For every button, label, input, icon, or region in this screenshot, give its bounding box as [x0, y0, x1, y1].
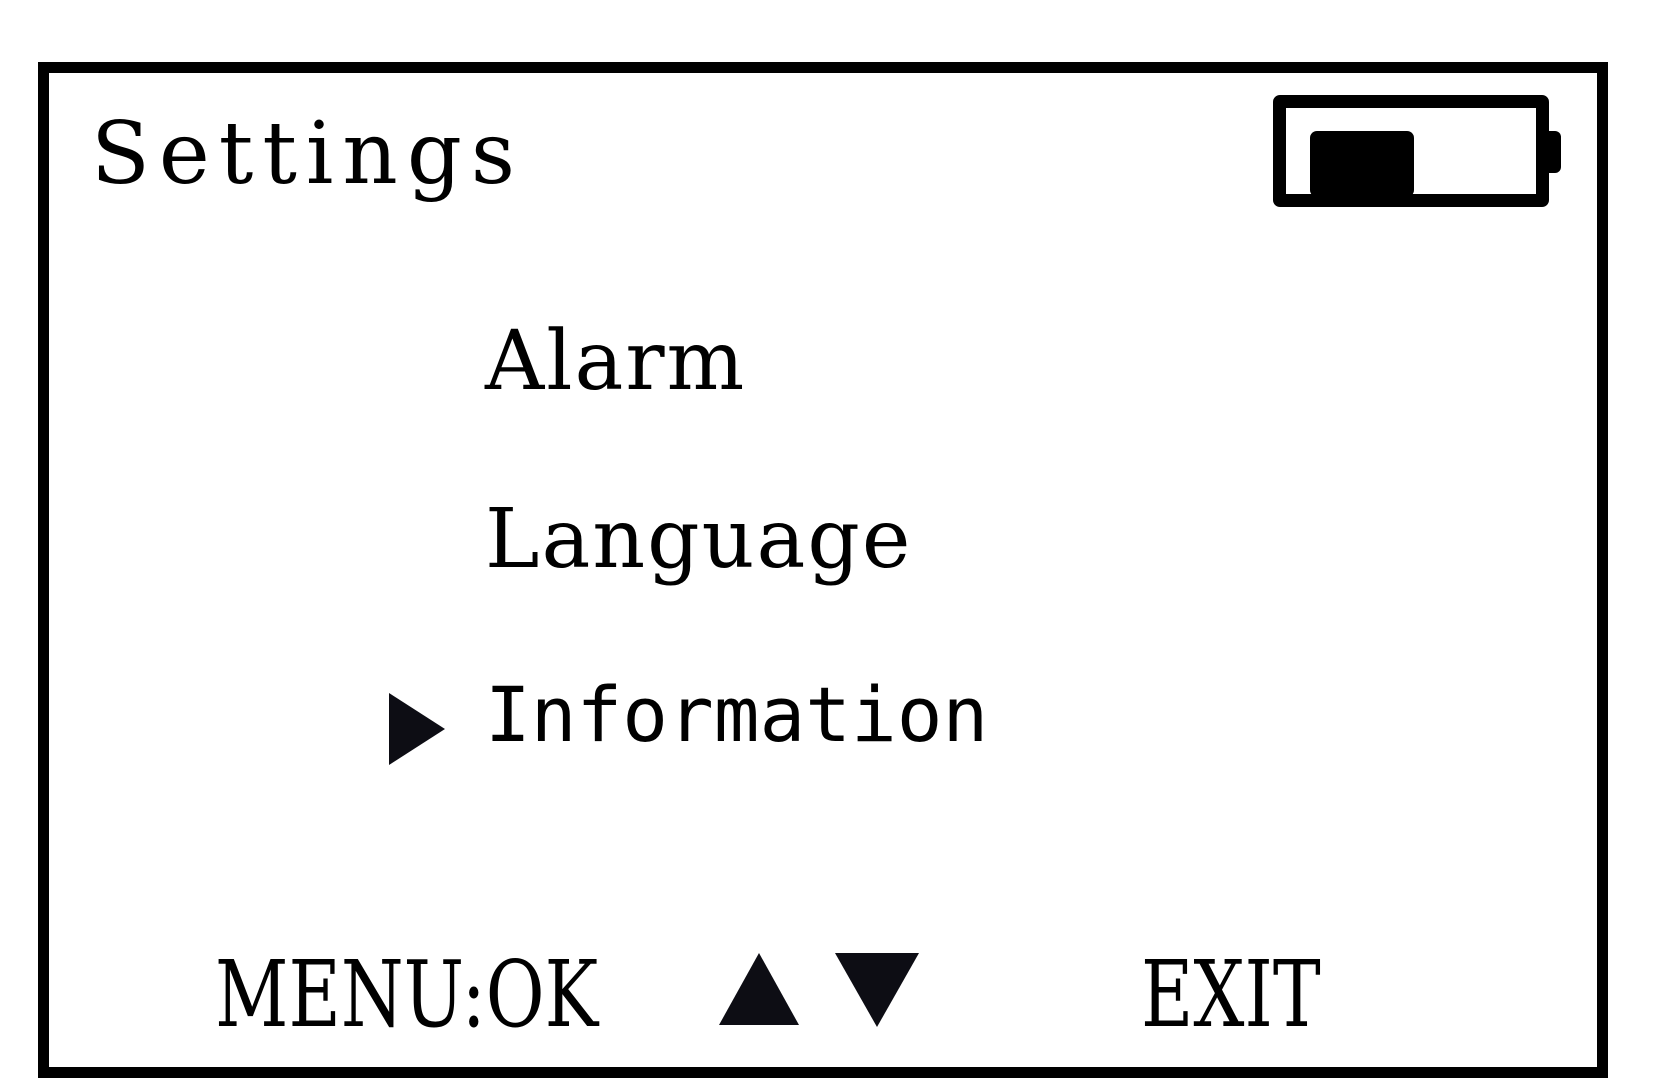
menu-item-label: Information: [485, 670, 989, 759]
cursor-right-triangle-icon: [389, 693, 445, 765]
menu-item-language[interactable]: Language: [49, 499, 1597, 677]
page-title: Settings: [91, 104, 525, 204]
menu-item-label: Alarm: [485, 314, 747, 409]
screen-inner: Settings Alarm Language Information MENU…: [49, 73, 1597, 1067]
menu-ok-button[interactable]: MENU:OK: [215, 941, 599, 1048]
settings-menu-list: Alarm Language Information: [49, 321, 1597, 855]
device-screen: Settings Alarm Language Information MENU…: [38, 62, 1608, 1078]
menu-item-alarm[interactable]: Alarm: [49, 321, 1597, 499]
battery-fill-level: [1310, 131, 1414, 197]
exit-button[interactable]: EXIT: [1141, 941, 1321, 1048]
menu-item-information[interactable]: Information: [49, 677, 1597, 855]
menu-item-label: Language: [485, 492, 913, 587]
triangle-up-icon[interactable]: [719, 953, 799, 1025]
footer-bar: MENU:OK EXIT: [49, 931, 1597, 1041]
triangle-down-icon[interactable]: [835, 953, 919, 1027]
battery-body: [1273, 95, 1549, 207]
battery-icon: [1273, 95, 1561, 207]
battery-terminal: [1545, 131, 1561, 173]
